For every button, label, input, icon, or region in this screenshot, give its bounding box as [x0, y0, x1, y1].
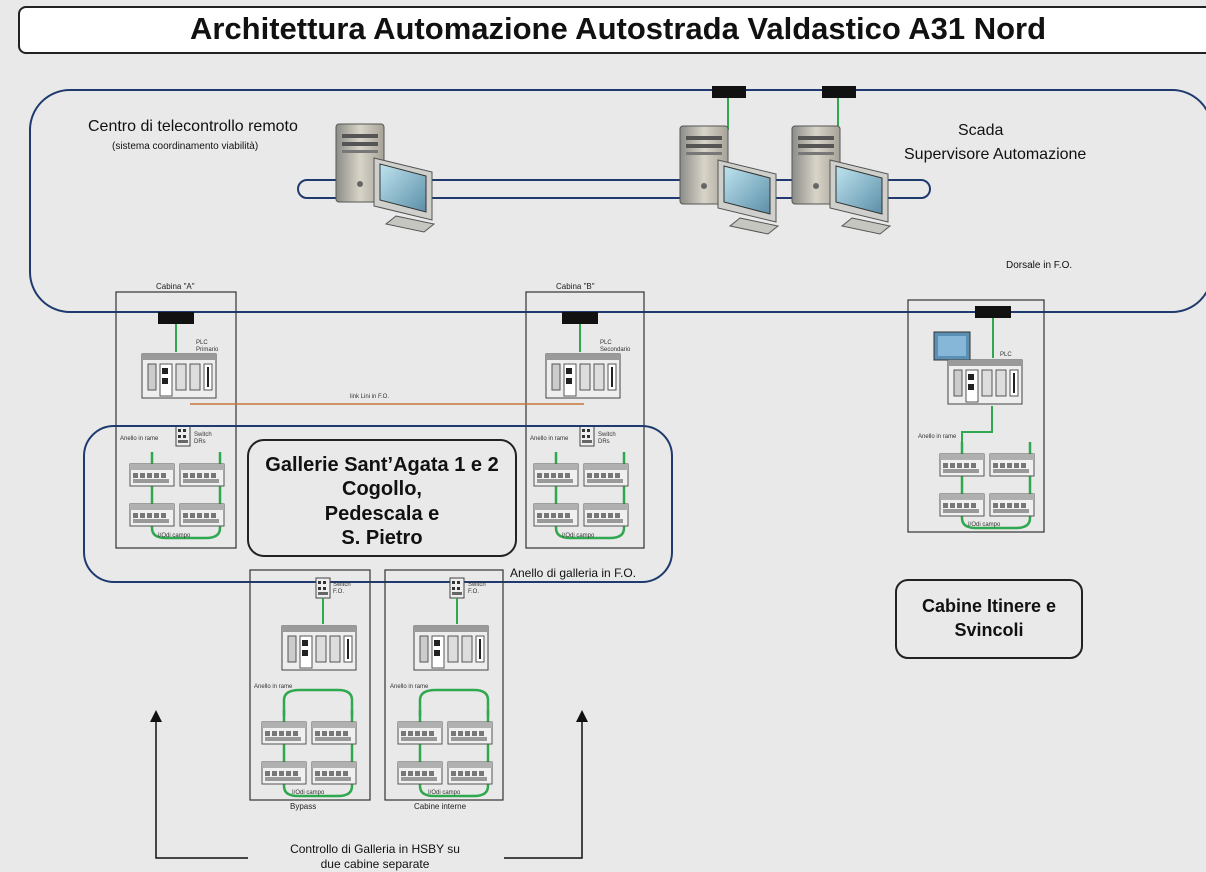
internal-switch-label: Switch [468, 582, 486, 588]
itinere-io-label: I/Odi campo [968, 522, 1001, 528]
cabin-a-switch-sub: DRs [194, 439, 206, 445]
scada-network-adapter-2 [822, 86, 856, 98]
cabin-b-plc-label: PLC [600, 340, 612, 346]
title-frame [18, 6, 1206, 54]
server-lan-bus [297, 179, 931, 199]
tunnels-box [247, 439, 517, 557]
cabin-b-io-label: I/Odi campo [562, 533, 595, 539]
scada-subtitle: Supervisore Automazione [904, 146, 1087, 163]
cabin-a-switch-icon [175, 425, 191, 447]
cabin-a-plc-icon [141, 353, 217, 399]
cabin-a-switch-label: Switch [194, 432, 212, 438]
backbone-label: Dorsale in F.O. [1006, 260, 1073, 271]
itinere-line-2: Svincoli [954, 620, 1024, 640]
backbone-ring [29, 89, 1206, 313]
cabin-b-ring-label: Anello in rame [530, 436, 569, 442]
scada-server-1-icon [679, 125, 779, 235]
bypass-switch-sub: F.O. [333, 589, 345, 595]
control-center-computer-icon [335, 123, 435, 233]
page-title: Architettura Automazione Autostrada Vald… [189, 11, 1047, 46]
cabin-a-io-cluster [130, 452, 224, 538]
itinere-line-1: Cabine Itinere e [921, 596, 1057, 616]
hsby-line-2: due cabine separate [320, 857, 430, 871]
cabin-a-title: Cabina "A" [156, 282, 195, 291]
internal-io-label: I/Odi campo [428, 790, 461, 796]
tunnels-line-2: Cogollo, [342, 478, 422, 500]
tunnel-ring-label: Anello di galleria in F.O. [510, 566, 637, 580]
hsby-line-1: Controllo di Galleria in HSBY su [290, 842, 460, 856]
cabin-b-io-cluster [534, 452, 628, 538]
tunnel-ring [83, 425, 673, 583]
cabin-a-io-label: I/Odi campo [158, 533, 191, 539]
scada-server-2-icon [791, 125, 891, 235]
cabin-a-frame [115, 291, 237, 549]
bypass-ring-label: Anello in rame [254, 684, 293, 690]
tunnels-line-4: S. Pietro [341, 527, 423, 549]
tunnels-line-3: Pedescala e [324, 503, 440, 525]
itinere-plc-label: PLC [1000, 352, 1012, 358]
scada-label: Scada [958, 122, 1004, 139]
bypass-io-cluster [262, 710, 356, 796]
control-center-title: Centro di telecontrollo remoto [88, 118, 298, 135]
itinere-plc-icon [947, 359, 1023, 405]
cabin-b-switch-icon [579, 425, 595, 447]
bypass-plc-icon [281, 625, 357, 671]
internal-cabin-frame [384, 569, 504, 801]
internal-ring-label: Anello in rame [390, 684, 429, 690]
internal-plc-icon [413, 625, 489, 671]
internal-switch-icon [449, 577, 465, 599]
bypass-switch-icon [315, 577, 331, 599]
control-center-subtitle: (sistema coordinamento viabilità) [112, 141, 259, 152]
hsby-right-arrow [504, 718, 583, 859]
cabin-b-title: Cabina "B" [556, 282, 595, 291]
internal-caption: Cabine interne [414, 802, 467, 811]
scada-network-adapter-1 [712, 86, 746, 98]
cabin-b-frame [525, 291, 645, 549]
internal-switch-sub: F.O. [468, 589, 480, 595]
bypass-caption: Bypass [290, 802, 317, 811]
itinere-cabin-frame [907, 299, 1045, 533]
cabin-a-plc-role: Primario [196, 347, 219, 353]
cabin-a-ring-label: Anello in rame [120, 436, 159, 442]
cabin-b-switch-sub: DRs [598, 439, 610, 445]
bypass-io-label: I/Odi campo [292, 790, 325, 796]
itinere-label-box [895, 579, 1083, 659]
bypass-cabin-frame [249, 569, 371, 801]
cabin-b-switch-label: Switch [598, 432, 616, 438]
internal-io-cluster [398, 710, 492, 796]
itinere-ring-label: Anello in rame [918, 434, 957, 440]
hsby-left-arrow [155, 718, 248, 859]
tunnels-line-1: Gallerie Sant’Agata 1 e 2 [265, 454, 499, 476]
bypass-switch-label: Switch [333, 582, 351, 588]
cabin-a-plc-label: PLC [196, 340, 208, 346]
fo-link-label: link Lini in F.O. [350, 394, 390, 400]
cabin-b-plc-role: Secondario [600, 347, 631, 353]
itinere-io-cluster [940, 442, 1034, 528]
cabin-b-plc-icon [545, 353, 621, 399]
